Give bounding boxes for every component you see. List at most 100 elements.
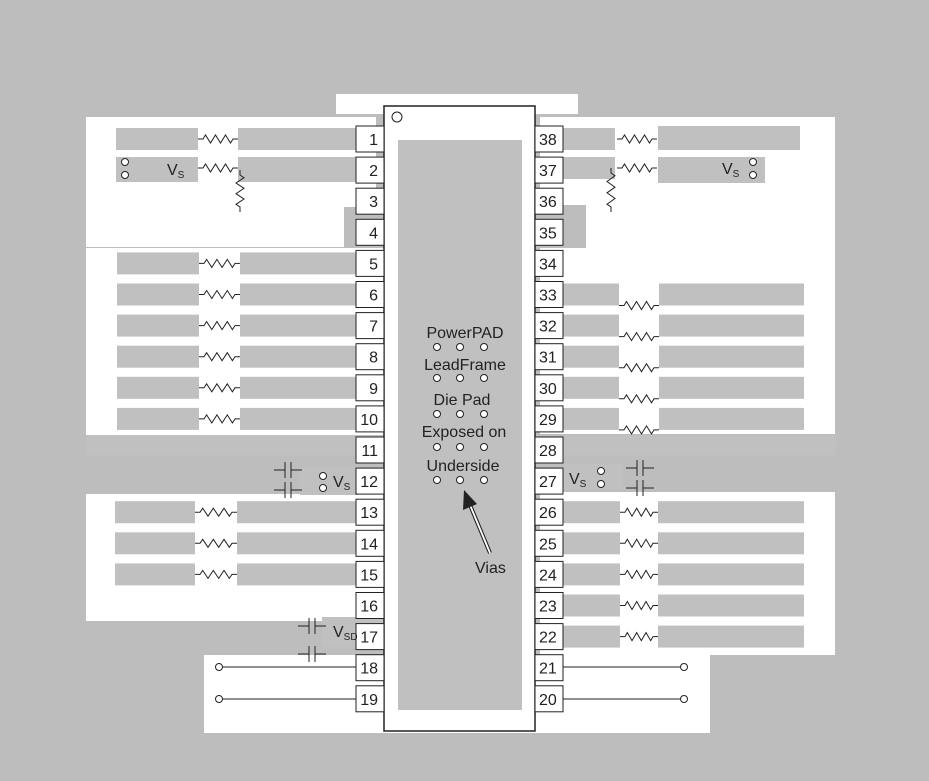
pin-right: 28 (534, 436, 564, 464)
pin-right: 27 (534, 467, 564, 495)
pin-number: 29 (539, 412, 557, 429)
center-line-5: Underside (427, 458, 500, 475)
capacitor-icon (298, 618, 326, 634)
pin-number: 14 (360, 536, 378, 553)
ic-package (383, 105, 536, 732)
vs-dot (597, 480, 605, 488)
vs-dot (749, 158, 757, 166)
pin-left: 19 (355, 685, 385, 713)
pin-right: 37 (534, 156, 564, 184)
pin-number: 16 (360, 599, 378, 616)
capacitors (274, 460, 654, 662)
pin-left: 14 (355, 529, 385, 557)
pin-right: 34 (534, 249, 564, 277)
pin-right: 36 (534, 187, 564, 215)
pin-number: 36 (539, 194, 557, 211)
resistor-icon (195, 507, 237, 518)
trace-pin26-inner (563, 501, 620, 524)
resistor-icon (195, 569, 237, 580)
resistor-icon (620, 600, 658, 611)
via-icon (456, 476, 464, 484)
pin-left: 4 (355, 218, 385, 246)
pin-number: 3 (369, 194, 378, 211)
via-icon (433, 343, 441, 351)
trace-pin10-outer (117, 407, 199, 430)
pin-number: 34 (539, 256, 557, 273)
trace-pin15-outer (115, 563, 195, 586)
pin-right: 30 (534, 374, 564, 402)
trace-pin37-outer (658, 157, 765, 183)
pin-right: 22 (534, 623, 564, 651)
center-label: PowerPAD LeadFrame Die Pad Exposed on Un… (422, 325, 507, 475)
trace-pin22-outer (658, 625, 804, 648)
trace-pin31-outer (659, 345, 804, 368)
vias-label: Vias (475, 560, 506, 577)
via-icon (456, 374, 464, 382)
pin-number: 4 (369, 225, 378, 242)
pin-left: 17 (355, 623, 385, 651)
trace-pin8-outer (117, 345, 199, 368)
vs-dot (121, 171, 129, 179)
pins: 1234567891011121314151617181938373635343… (355, 125, 564, 713)
via-icon (433, 410, 441, 418)
resistor-icon (619, 362, 659, 373)
pin-number: 23 (539, 599, 557, 616)
via-icon (480, 443, 488, 451)
resistor-icon (199, 351, 240, 362)
trace-pin13-inner (237, 501, 358, 524)
vs-dot (749, 171, 757, 179)
center-line-1: PowerPAD (426, 325, 503, 342)
traces (115, 126, 804, 648)
terminal-dot-21 (680, 663, 688, 671)
trace-pin9-outer (117, 376, 199, 399)
resistor-icon (617, 163, 657, 173)
trace-pin10-inner (240, 407, 358, 430)
board-right-mid (540, 248, 835, 434)
vsd-label-pin17: VSD (333, 624, 358, 643)
trace-pin23-outer (658, 594, 804, 617)
vias-arrow-icon (463, 490, 492, 554)
trace-pin7-inner (240, 314, 358, 337)
trace-pin5-outer (117, 252, 199, 275)
trace-pin30-outer (659, 376, 804, 399)
board-left-mid (86, 248, 386, 438)
vs-label-pin12: VS (333, 474, 351, 493)
pin-right: 29 (534, 405, 564, 433)
pin-number: 15 (360, 567, 378, 584)
trace-pin32-inner (563, 314, 619, 337)
pin-number: 20 (539, 692, 557, 709)
resistor-icon (619, 424, 659, 435)
pin-number: 33 (539, 288, 557, 305)
trace-pin23-inner (563, 594, 620, 617)
trace-pin25-inner (563, 532, 620, 555)
via-icon (480, 410, 488, 418)
trace-pin2-inner (238, 157, 358, 182)
via-icon (456, 443, 464, 451)
supply-labels: VS VS VS VS VSD (167, 161, 740, 643)
pin-left: 8 (355, 343, 385, 371)
terminal-dot-19 (215, 695, 223, 703)
trace-pin1-inner (238, 128, 358, 150)
pin-number: 13 (360, 505, 378, 522)
resistor-icon (620, 507, 658, 518)
via-icon (433, 374, 441, 382)
vs-label-right-top: VS (722, 161, 740, 180)
trace-pin14-inner (237, 532, 358, 555)
capacitor-icon (626, 460, 654, 476)
trace-pin12 (300, 467, 358, 495)
vs-dot (121, 158, 129, 166)
pin-right: 32 (534, 312, 564, 340)
via-icon (433, 476, 441, 484)
pin-left: 12 (355, 467, 385, 495)
trace-pin9-inner (240, 376, 358, 399)
pin-left: 13 (355, 498, 385, 526)
via-icon (433, 443, 441, 451)
resistor-icon (619, 331, 659, 342)
powerpad (398, 140, 522, 710)
pin-number: 1 (369, 132, 378, 149)
pin-left: 15 (355, 560, 385, 588)
trace-pin15-inner (237, 563, 358, 586)
pin-number: 7 (369, 319, 378, 336)
vs-dot (319, 484, 327, 492)
pin-left: 3 (355, 187, 385, 215)
